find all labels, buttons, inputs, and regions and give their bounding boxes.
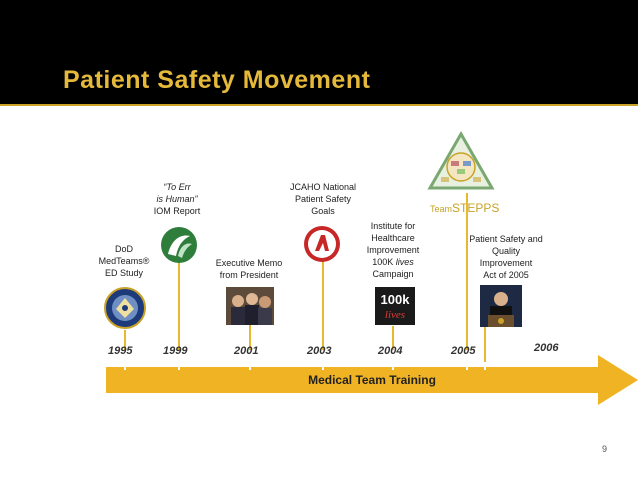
iom-connector <box>178 262 180 350</box>
psqia-label: Patient Safety and Quality Improvement A… <box>469 234 543 280</box>
iom-label: “To Err is Human” IOM Report <box>153 182 201 216</box>
year-2006: 2006 <box>534 342 559 354</box>
iom-logo-icon <box>161 227 197 263</box>
year-2004: 2004 <box>378 345 403 357</box>
timeline-tick <box>466 362 468 370</box>
timeline-label: Medical Team Training <box>308 373 436 387</box>
jcaho-logo-icon <box>304 226 340 262</box>
memo-label: Executive Memo from President <box>215 258 283 280</box>
year-2001: 2001 <box>234 345 259 357</box>
jcaho-label: JCAHO National Patient Safety Goals <box>289 182 357 216</box>
ihi-connector <box>392 326 394 350</box>
slide-title: Patient Safety Movement <box>63 66 371 94</box>
title-underline <box>0 104 638 106</box>
president-photo <box>226 287 274 325</box>
memo-connector <box>249 325 251 350</box>
svg-text:lives: lives <box>385 309 405 321</box>
psqia-connector <box>484 326 486 366</box>
timeline-tick <box>249 362 251 370</box>
year-2005: 2005 <box>451 345 476 357</box>
timeline-tick <box>322 362 324 370</box>
timeline-tick <box>392 362 394 370</box>
dod-connector <box>124 330 126 350</box>
svg-text:100k: 100k <box>381 292 411 307</box>
dod-label: DoD MedTeams® ED Study <box>98 244 150 278</box>
timeline-tick <box>124 362 126 370</box>
dod-seal-icon <box>104 287 146 329</box>
title-bar <box>0 0 638 105</box>
year-1999: 1999 <box>163 345 188 357</box>
teamstepps-connector <box>466 193 468 350</box>
teamstepps-label: TeamSTEPPS <box>430 201 500 215</box>
timeline-arrow-body <box>106 367 599 393</box>
timeline-tick <box>484 362 486 370</box>
timeline-tick <box>178 362 180 370</box>
teamstepps-triangle-logo <box>427 131 495 190</box>
timeline-arrow-head <box>598 355 638 405</box>
page-number: 9 <box>602 444 608 454</box>
jcaho-connector <box>322 258 324 350</box>
100k-lives-logo: 100k lives <box>375 287 415 325</box>
ihi-label: Institute for Healthcare Improvement 100… <box>366 221 420 279</box>
president-podium-photo <box>480 285 522 327</box>
year-2003: 2003 <box>307 345 332 357</box>
year-1995: 1995 <box>108 345 133 357</box>
